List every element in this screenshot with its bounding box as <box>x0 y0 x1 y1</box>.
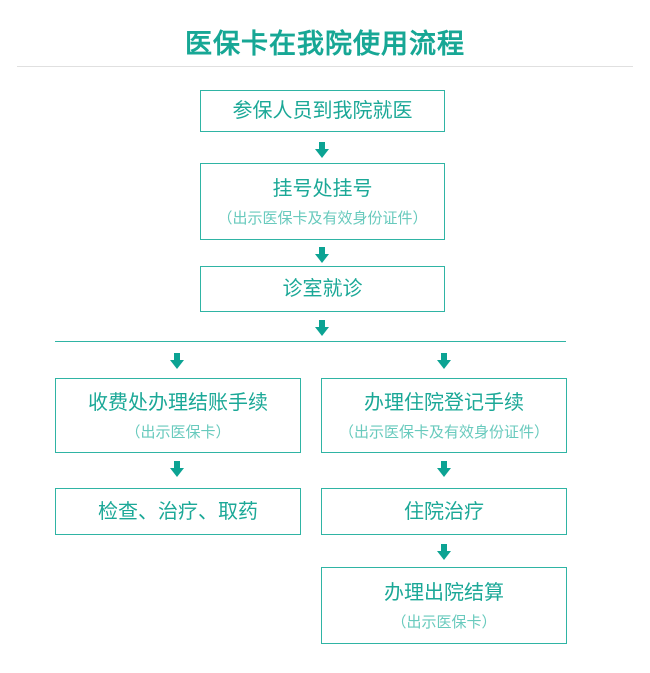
arrow-down-icon <box>170 353 184 369</box>
page-title: 医保卡在我院使用流程 <box>185 29 465 59</box>
branch-connector-line <box>55 341 566 342</box>
arrow-down-icon <box>437 544 451 560</box>
arrow-down-icon <box>437 353 451 369</box>
flow-step-discharge-settlement: 办理出院结算 （出示医保卡） <box>321 567 567 644</box>
step-label: 住院治疗 <box>404 500 484 523</box>
step-label: 参保人员到我院就医 <box>232 100 413 122</box>
arrow-down-icon <box>437 461 451 477</box>
arrow-down-icon <box>170 461 184 477</box>
step-note: （出示医保卡） <box>391 613 497 631</box>
flow-step-consultation: 诊室就诊 <box>200 266 445 312</box>
arrow-down-icon <box>315 247 329 263</box>
step-note: （出示医保卡及有效身份证件） <box>338 423 549 441</box>
step-label: 收费处办理结账手续 <box>88 391 268 414</box>
flow-step-admission: 办理住院登记手续 （出示医保卡及有效身份证件） <box>321 378 567 453</box>
flow-step-checkout: 收费处办理结账手续 （出示医保卡） <box>55 378 301 453</box>
step-note: （出示医保卡） <box>125 423 231 441</box>
step-label: 诊室就诊 <box>282 278 363 300</box>
flow-step-inpatient-treatment: 住院治疗 <box>321 488 567 535</box>
flow-step-registration: 挂号处挂号 （出示医保卡及有效身份证件） <box>200 163 445 240</box>
arrow-down-icon <box>315 320 329 336</box>
arrow-down-icon <box>315 142 329 158</box>
step-label: 办理出院结算 <box>384 581 504 604</box>
step-label: 办理住院登记手续 <box>364 391 524 414</box>
flow-step-exam-treatment-medicine: 检查、治疗、取药 <box>55 488 301 535</box>
flow-step-visit-hospital: 参保人员到我院就医 <box>200 90 445 132</box>
title-divider <box>17 66 633 67</box>
step-label: 挂号处挂号 <box>272 177 373 200</box>
step-note: （出示医保卡及有效身份证件） <box>217 209 428 227</box>
step-label: 检查、治疗、取药 <box>98 500 258 523</box>
